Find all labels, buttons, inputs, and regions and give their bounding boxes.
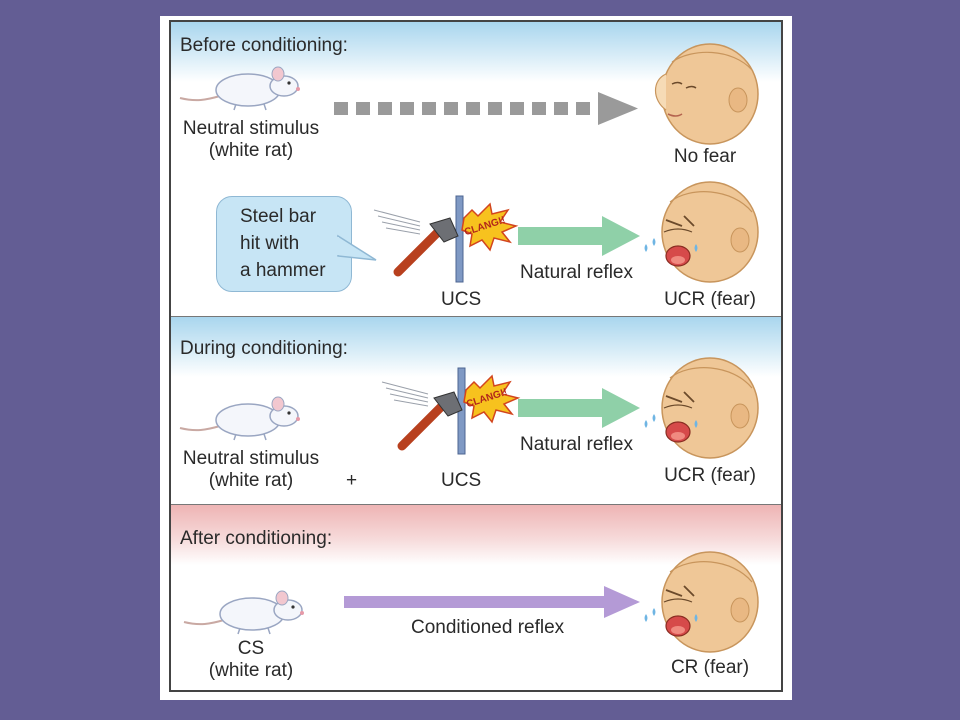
- speech-bubble-tail: [336, 234, 377, 261]
- before-face-label: No fear: [673, 146, 737, 167]
- baby-face-crying-icon: [644, 551, 759, 653]
- white-rat-icon: [183, 590, 304, 635]
- during-reflex-label: Natural reflex: [520, 434, 633, 455]
- before-response-label: UCR (fear): [664, 289, 756, 310]
- before-heading: Before conditioning:: [180, 35, 348, 56]
- during-band: [171, 317, 781, 377]
- after-reflex-label: Conditioned reflex: [411, 617, 565, 638]
- baby-face-crying-icon: [644, 181, 759, 283]
- conditioned-reflex-arrow: [344, 586, 640, 618]
- steel-bar-icon: [455, 195, 464, 283]
- after-rat-label-line1: CS: [237, 638, 265, 659]
- diagram-frame: [169, 20, 783, 692]
- divider-during: [171, 316, 781, 317]
- during-rat-label-line2: (white rat): [208, 470, 294, 491]
- speech-bubble: [216, 196, 352, 292]
- bubble-line3: a hammer: [240, 260, 326, 281]
- dashed-arrow: [334, 92, 638, 125]
- during-response-label: UCR (fear): [664, 465, 756, 486]
- after-heading: After conditioning:: [180, 528, 333, 549]
- hammer-icon: [373, 195, 519, 283]
- after-response-label: CR (fear): [670, 657, 750, 678]
- bubble-line2: hit with: [240, 233, 300, 254]
- divider-after: [171, 504, 781, 505]
- baby-face-crying-icon: [644, 357, 759, 459]
- during-heading: During conditioning:: [180, 338, 348, 359]
- natural-reflex-arrow-during: [518, 388, 640, 428]
- baby-face-calm-icon: [654, 43, 759, 145]
- before-reflex-label: Natural reflex: [520, 262, 633, 283]
- before-rat-label-line1: Neutral stimulus: [182, 118, 320, 139]
- after-band: [171, 505, 781, 565]
- plus-sign: +: [346, 470, 358, 491]
- before-ucs-label: UCS: [441, 289, 482, 310]
- hammer-icon: [381, 367, 521, 455]
- after-rat-label-line2: (white rat): [208, 660, 294, 681]
- during-rat-label-line1: Neutral stimulus: [182, 448, 320, 469]
- bubble-line1: Steel bar: [240, 206, 317, 227]
- natural-reflex-arrow-before: [518, 216, 640, 256]
- white-rat-icon: [179, 66, 300, 111]
- during-ucs-label: UCS: [441, 470, 482, 491]
- white-rat-icon: [179, 396, 300, 441]
- before-rat-label-line2: (white rat): [208, 140, 294, 161]
